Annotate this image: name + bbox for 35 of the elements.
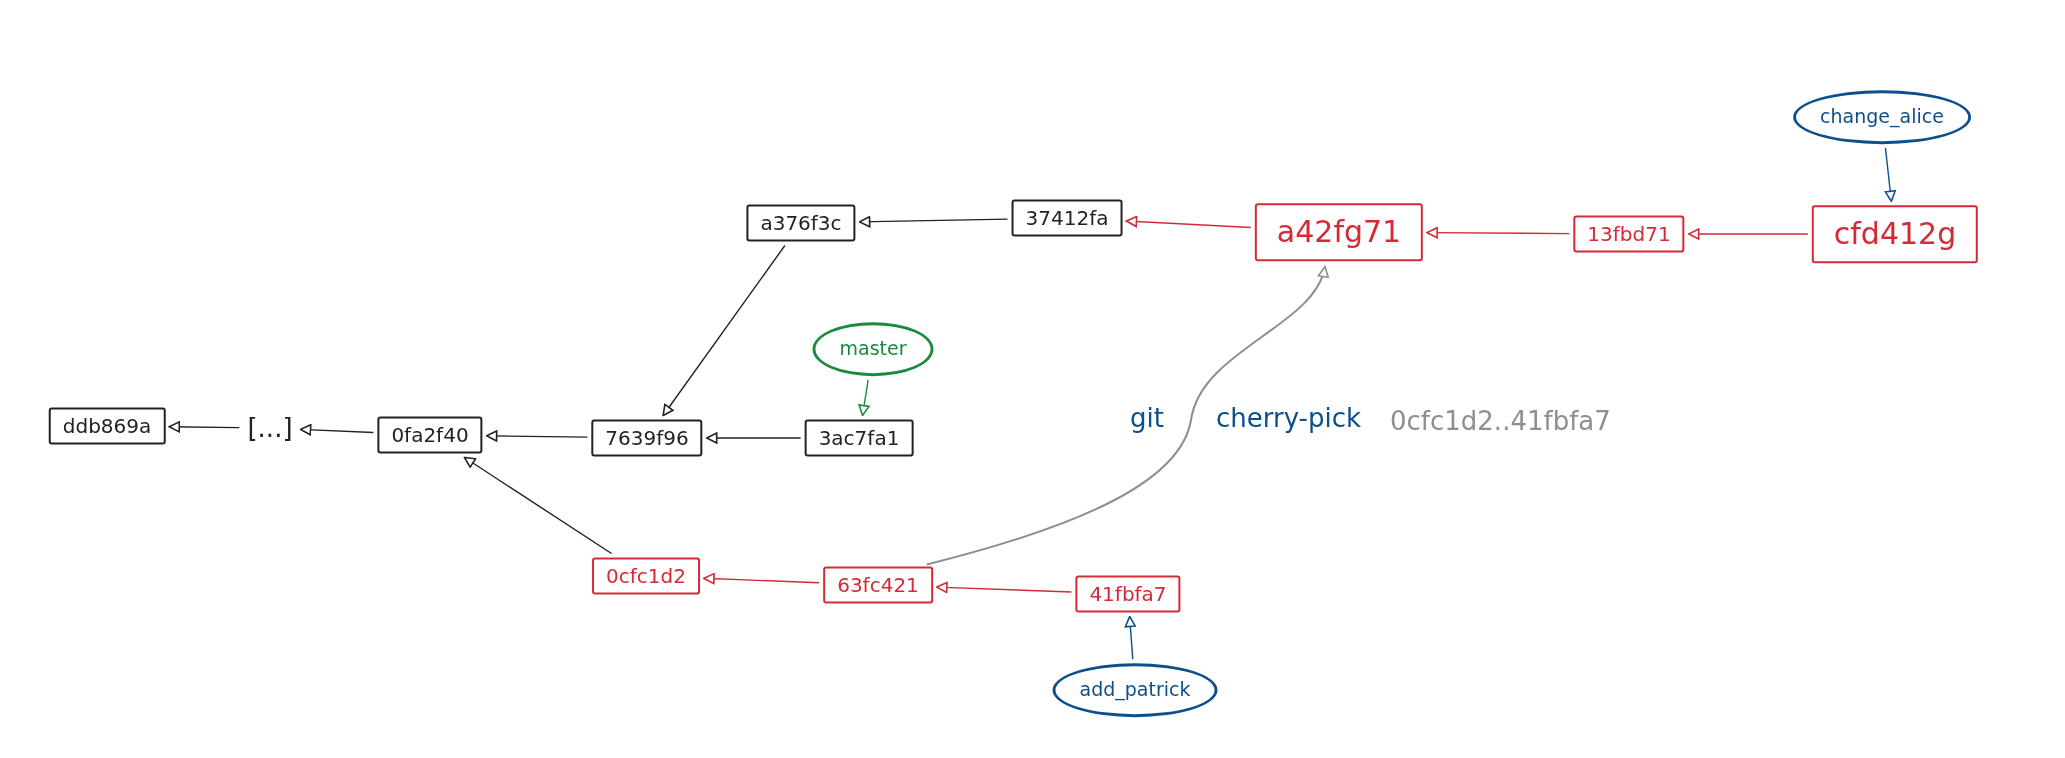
commit-box: 3ac7fa1	[804, 419, 914, 457]
arrow	[299, 424, 375, 436]
arrow	[168, 421, 241, 433]
commit-box: 0fa2f40	[377, 416, 483, 454]
command-text: cherry-pick	[1216, 402, 1362, 435]
arrow	[662, 244, 786, 417]
arrow	[1124, 615, 1137, 660]
arrow	[1884, 147, 1897, 203]
arrow	[485, 430, 588, 442]
arrow	[705, 432, 802, 444]
commit-box: 0cfc1d2	[592, 557, 700, 595]
ellipsis-text: [...]	[243, 411, 297, 445]
commit-box: 7639f96	[591, 419, 703, 457]
commit-box: 13fbd71	[1573, 215, 1685, 253]
commit-box: 37412fa	[1011, 199, 1123, 237]
arrow	[703, 572, 820, 585]
arrow	[1125, 215, 1252, 229]
branch-ellipse: add_patrick	[1052, 663, 1218, 717]
arrow	[1687, 228, 1809, 240]
arrow	[925, 265, 1328, 566]
commit-box: 63fc421	[823, 566, 933, 604]
commit-box: ddb869a	[48, 407, 166, 445]
commit-box: cfd412g	[1811, 205, 1979, 263]
arrow	[1426, 226, 1571, 239]
arrow	[463, 456, 613, 555]
commit-box: 41fbfa7	[1075, 575, 1181, 613]
branch-ellipse: master	[812, 322, 934, 376]
commit-box: a376f3c	[746, 204, 856, 242]
arrow	[936, 581, 1073, 594]
command-text: git	[1130, 402, 1164, 435]
branch-ellipse: change_alice	[1793, 90, 1971, 144]
command-text: 0cfc1d2..41fbfa7	[1390, 405, 1611, 438]
arrow	[858, 215, 1009, 228]
commit-box: a42fg71	[1254, 203, 1424, 261]
arrow	[858, 379, 870, 417]
